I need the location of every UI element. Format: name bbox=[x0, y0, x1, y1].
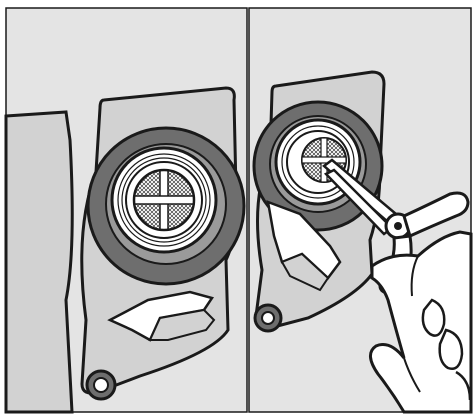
filter-screen-icon bbox=[134, 170, 194, 230]
bolt-icon-2 bbox=[262, 312, 274, 324]
right-panel bbox=[249, 8, 471, 412]
left-panel bbox=[6, 8, 247, 412]
side-bracket bbox=[6, 112, 72, 412]
bolt-icon bbox=[94, 378, 108, 392]
